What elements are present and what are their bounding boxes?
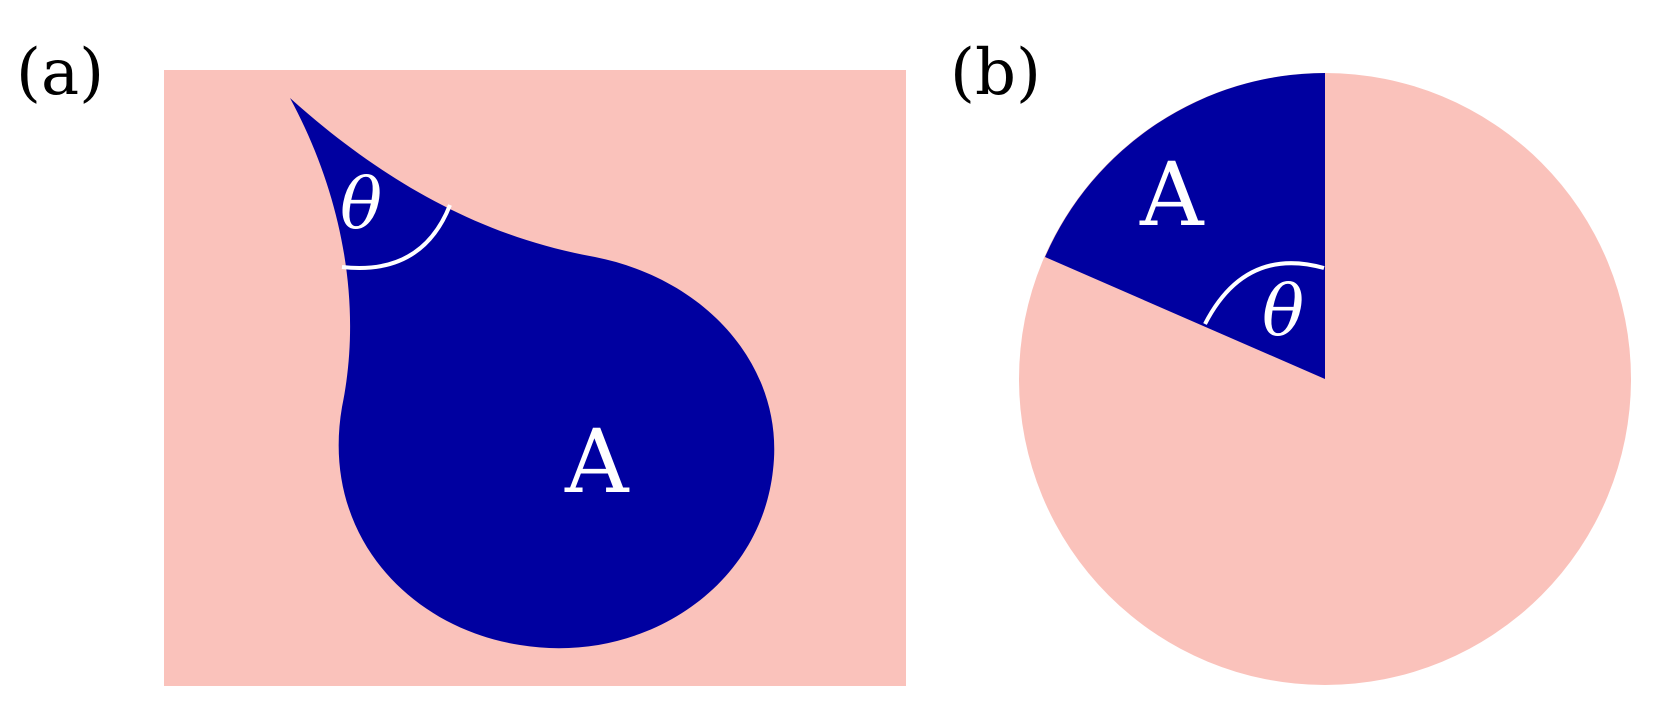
panel-b: (b) θ A [950,36,1631,685]
panel-a-theta-label: θ [340,163,382,245]
panel-b-region-label: A [1139,143,1205,246]
panel-a-teardrop-region [290,98,775,649]
panel-b-sector-region [1045,73,1325,379]
panel-b-theta-label: θ [1262,270,1304,352]
panel-a-label: (a) [16,36,104,110]
panel-b-angle-arc [1203,261,1325,325]
panel-a-region-label: A [564,410,630,513]
panel-a: (a) θ A [16,36,906,686]
panel-b-label: (b) [950,36,1041,110]
panel-a-angle-arc [341,204,452,270]
